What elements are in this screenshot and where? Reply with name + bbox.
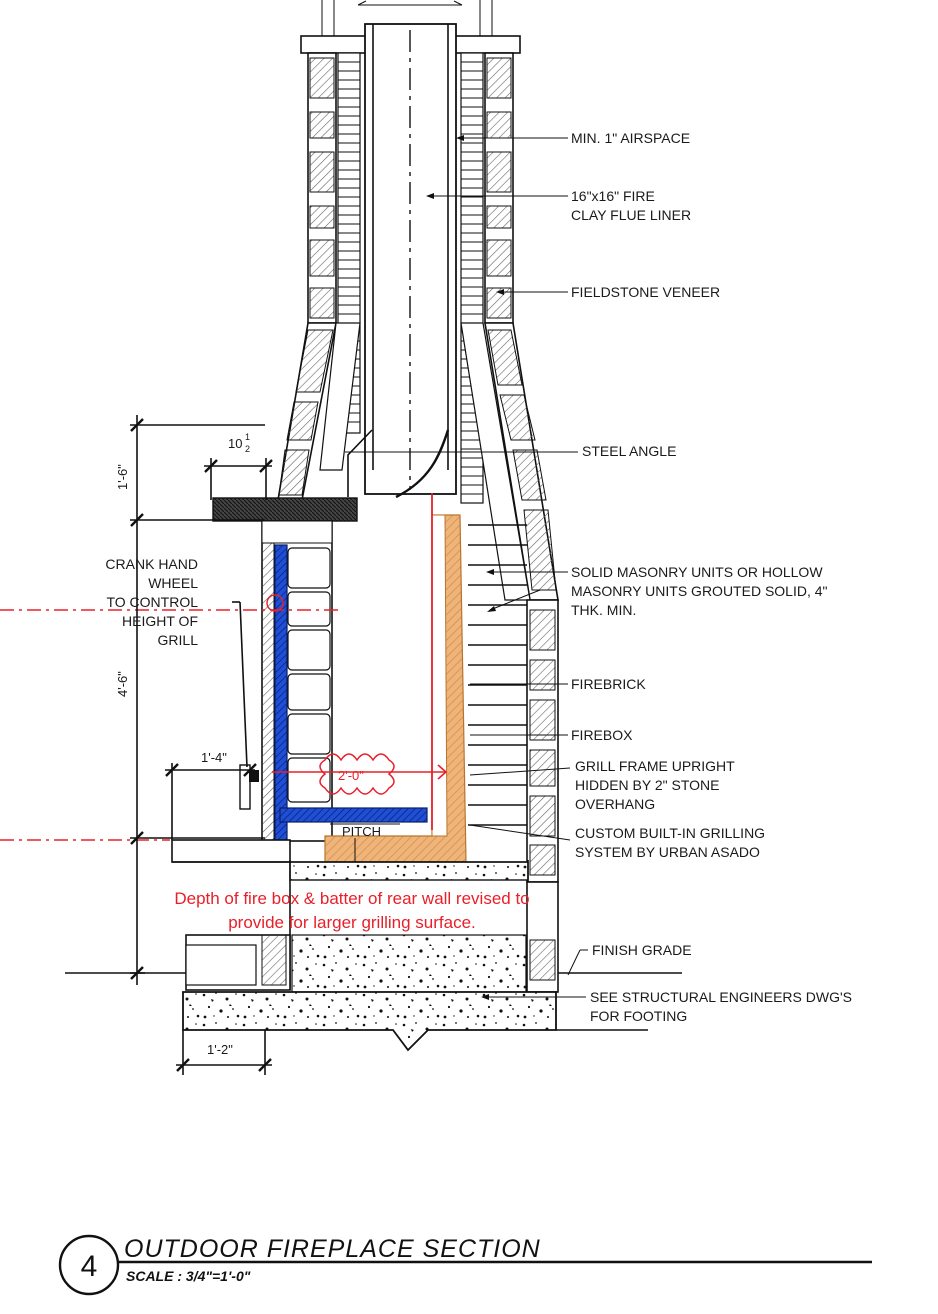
note-finish-grade: FINISH GRADE: [592, 942, 692, 958]
dim-4-6: 4'-6": [115, 671, 130, 697]
note-grill-line2: HIDDEN BY 2" STONE: [575, 777, 720, 793]
chimney: [277, 0, 559, 601]
left-veneer: [307, 52, 337, 324]
note-crank-line3: TO CONTROL: [106, 594, 198, 610]
note-steel-angle: STEEL ANGLE: [582, 443, 676, 459]
revision-note-line2: provide for larger grilling surface.: [228, 913, 476, 932]
front-stones: [287, 547, 331, 803]
veneer-stone: [529, 795, 556, 837]
note-footing-line2: FOR FOOTING: [590, 1008, 687, 1024]
note-airspace: MIN. 1" AIRSPACE: [571, 130, 690, 146]
veneer-stone: [529, 844, 556, 876]
crank-hand-wheel: [232, 601, 259, 810]
veneer-stone: [529, 699, 556, 741]
note-flue-line1: 16"x16" FIRE: [571, 188, 655, 204]
leader-lines: [345, 135, 588, 1000]
veneer-stone: [529, 659, 556, 691]
front-stone: [287, 673, 331, 711]
note-masonry-line3: THK. MIN.: [571, 602, 636, 618]
dim-1-6: 1'-6": [115, 464, 130, 490]
note-flue-line2: CLAY FLUE LINER: [571, 207, 691, 223]
pitch-label: PITCH: [342, 824, 381, 839]
note-crank-line5: GRILL: [158, 632, 199, 648]
dimension-lines: [130, 415, 273, 1075]
note-grill-line1: GRILL FRAME UPRIGHT: [575, 758, 735, 774]
note-masonry-line1: SOLID MASONRY UNITS OR HOLLOW: [571, 564, 823, 580]
note-veneer: FIELDSTONE VENEER: [571, 284, 720, 300]
dim-10-half-den: 2: [245, 444, 250, 454]
foundation: [65, 881, 682, 1052]
note-custom-line1: CUSTOM BUILT-IN GRILLING: [575, 825, 765, 841]
revision-cloud: [319, 753, 395, 795]
front-stone: [287, 629, 331, 671]
note-footing-line1: SEE STRUCTURAL ENGINEERS DWG'S: [590, 989, 852, 1005]
firebox-body: PITCH: [0, 493, 559, 990]
note-grill-line3: OVERHANG: [575, 796, 655, 812]
front-stone: [287, 547, 331, 589]
dim-1-4: 1'-4": [201, 750, 227, 765]
front-stone: [287, 591, 331, 627]
dim-10-half: 10: [228, 436, 242, 451]
firebrick-lines: [468, 524, 527, 826]
detail-number: 4: [81, 1250, 98, 1283]
note-custom-line2: SYSTEM BY URBAN ASADO: [575, 844, 760, 860]
right-taper: [460, 322, 559, 601]
title-block: 4 OUTDOOR FIREPLACE SECTION SCALE : 3/4"…: [58, 1234, 872, 1296]
left-taper: [277, 322, 361, 501]
dim-2-0: 2'-0": [338, 768, 364, 783]
note-crank-line4: HEIGHT OF: [122, 613, 198, 629]
dim-1-2: 1'-2": [207, 1042, 233, 1057]
veneer-stone: [529, 749, 556, 787]
right-veneer-lower: [529, 609, 556, 876]
right-veneer: [484, 52, 514, 324]
drawing-title: OUTDOOR FIREPLACE SECTION: [124, 1235, 541, 1263]
note-firebrick: FIREBRICK: [571, 676, 646, 692]
front-stone: [287, 757, 331, 803]
dim-10-half-num: 1: [245, 432, 250, 442]
revision-note-line1: Depth of fire box & batter of rear wall …: [174, 889, 529, 908]
front-stone: [287, 713, 331, 755]
note-firebox: FIREBOX: [571, 727, 633, 743]
note-masonry-line2: MASONRY UNITS GROUTED SOLID, 4": [571, 583, 828, 599]
note-crank-line2: WHEEL: [148, 575, 198, 591]
veneer-stone: [529, 609, 556, 651]
note-crank-line1: CRANK HAND: [105, 556, 198, 572]
drawing-scale: SCALE : 3/4"=1'-0": [126, 1268, 251, 1284]
